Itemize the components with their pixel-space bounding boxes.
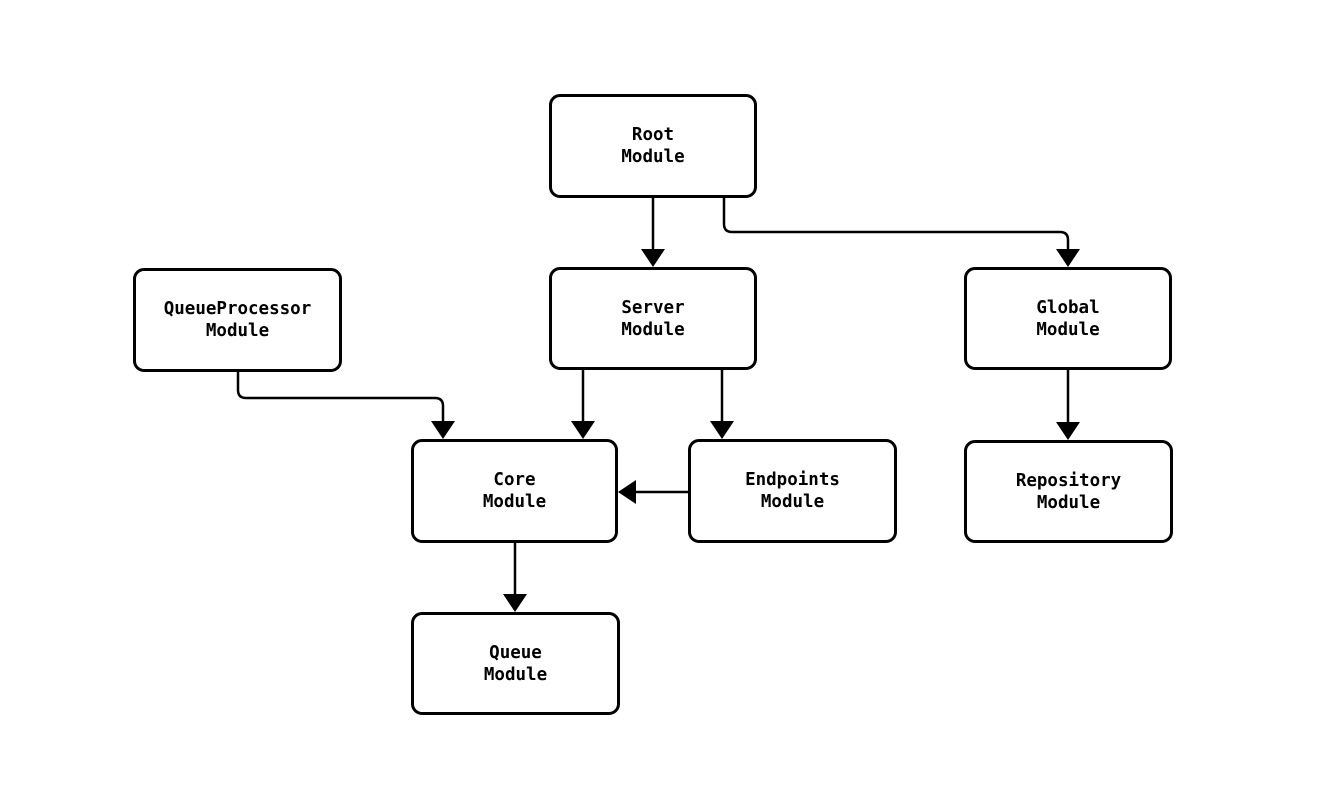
node-global-module: Global Module: [964, 267, 1172, 370]
arrowhead-root-to-server: [641, 249, 665, 267]
node-core-module: Core Module: [411, 439, 618, 543]
node-queue-module-label-line2: Module: [483, 664, 548, 685]
node-queue-module: Queue Module: [411, 612, 620, 715]
node-root-module-label-line1: Root: [631, 125, 675, 145]
node-queueprocessor-module: QueueProcessor Module: [133, 268, 342, 372]
node-global-module-label-line1: Global: [1036, 297, 1100, 318]
arrowhead-core-to-queue: [503, 594, 527, 612]
node-core-module-label-line1: Core: [493, 470, 536, 490]
node-repository-module-label-line1: Repository: [1015, 470, 1122, 491]
edge-root-to-global: [722, 198, 1070, 249]
node-core-module-label-line2: Module: [482, 492, 547, 512]
arrowhead-global-to-repository: [1056, 422, 1080, 440]
arrowhead-queueprocessor-to-core: [431, 421, 455, 439]
node-endpoints-module-label-line2: Module: [760, 492, 825, 512]
node-queue-module-label-line1: Queue: [489, 642, 542, 663]
arrowhead-endpoints-to-core: [618, 480, 636, 504]
node-server-module-label-line2: Module: [621, 319, 685, 340]
node-global-module-label-line2: Module: [1036, 319, 1100, 340]
arrowhead-root-to-global: [1056, 249, 1080, 267]
arrowhead-server-to-core: [571, 421, 595, 439]
node-repository-module-label-line2: Module: [1036, 492, 1101, 513]
node-server-module-label-line1: Server: [621, 297, 685, 318]
node-root-module: Root Module: [549, 94, 757, 198]
arrowhead-server-to-endpoints: [710, 421, 734, 439]
node-endpoints-module-label-line1: Endpoints: [745, 470, 840, 490]
node-repository-module: Repository Module: [964, 440, 1173, 543]
node-endpoints-module: Endpoints Module: [688, 439, 897, 543]
node-root-module-label-line2: Module: [621, 147, 685, 167]
node-queueprocessor-module-label-line1: QueueProcessor: [163, 299, 312, 319]
edge-queueprocessor-to-core: [236, 372, 445, 421]
node-queueprocessor-module-label-line2: Module: [205, 321, 270, 341]
node-server-module: Server Module: [549, 267, 757, 370]
